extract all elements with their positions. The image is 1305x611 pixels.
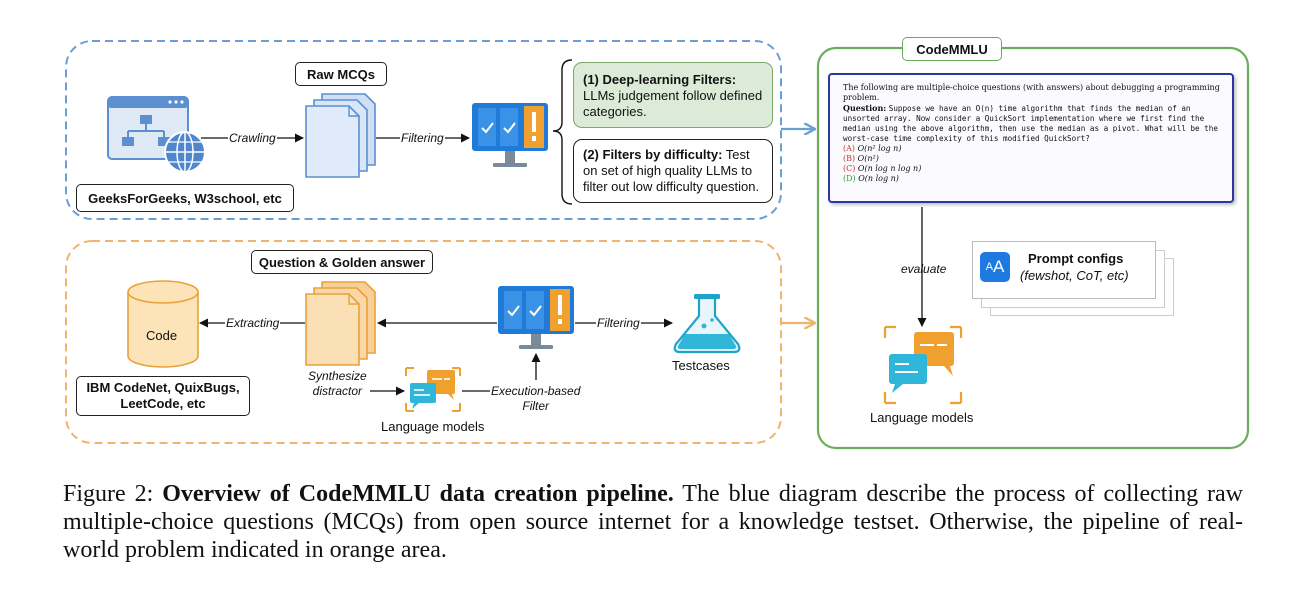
filter1-text: LLMs judgement follow defined categories…: [583, 88, 763, 119]
option-text: O(n log n): [858, 174, 899, 183]
codemmlu-lm-label: Language models: [870, 410, 974, 425]
blue-sources-label: GeeksForGeeks, W3school, etc: [76, 184, 294, 212]
crawling-label: Crawling: [228, 131, 277, 145]
question-label: Question:: [843, 103, 887, 113]
evaluate-label: evaluate: [901, 262, 947, 276]
caption-prefix: Figure 2:: [63, 481, 163, 507]
option-letter: (A): [843, 144, 858, 153]
blue-area: [65, 40, 782, 220]
orange-area: [65, 240, 782, 444]
codemmlu-area: [816, 46, 1250, 450]
figure-caption: Figure 2: Overview of CodeMMLU data crea…: [63, 480, 1243, 564]
answer-option: (B) O(n²): [843, 154, 1222, 164]
exec-line1: Execution-based: [491, 384, 581, 398]
raw-mcqs-label: Raw MCQs: [295, 62, 387, 86]
execution-filter-label: Execution-based Filter: [490, 384, 582, 414]
exec-line2: Filter: [522, 399, 550, 413]
synthesize-distractor-label: Synthesize distractor: [307, 369, 368, 399]
chat-bubbles-icon: [405, 367, 461, 412]
code-label: Code: [146, 328, 178, 343]
filter-bracket: [552, 59, 573, 205]
document-stack-orange-icon: [305, 281, 376, 366]
option-letter: (D): [843, 174, 859, 183]
prompt-configs-sub: (fewshot, CoT, etc): [1020, 268, 1129, 283]
question-golden-answer-label: Question & Golden answer: [251, 250, 433, 274]
filter2-text: Test on set of high quality LLMs to filt…: [583, 147, 760, 194]
question-text: Suppose we have an O(n) time algorithm t…: [843, 104, 1218, 143]
chat-bubbles-icon-large: [883, 325, 963, 405]
synth-line2: distractor: [312, 384, 363, 398]
testcases-label: Testcases: [672, 358, 730, 373]
option-text: O(n log n log n): [857, 164, 922, 173]
filtering-label: Filtering: [400, 131, 445, 145]
question-card: The following are multiple-choice questi…: [828, 73, 1234, 203]
answer-option: (C) O(n log n log n): [843, 164, 1222, 174]
orange-sources-line2: LeetCode, etc: [120, 396, 206, 411]
orange-lm-label: Language models: [381, 419, 485, 434]
filter2-title: (2) Filters by difficulty:: [583, 147, 723, 162]
option-text: O(n² log n): [857, 144, 902, 153]
filter1-title: (1) Deep-learning Filters:: [583, 72, 737, 87]
website-sitemap-icon: [107, 96, 206, 173]
extracting-label: Extracting: [225, 316, 281, 330]
monitor-filter-icon: [472, 103, 548, 167]
answer-option: (D) O(n log n): [843, 174, 1222, 184]
codemmlu-title: CodeMMLU: [902, 37, 1002, 61]
answer-options: (A) O(n² log n)(B) O(n²)(C) O(n log n lo…: [843, 144, 1222, 184]
monitor-filter-icon-2: [498, 286, 574, 349]
document-stack-icon: [305, 93, 376, 178]
option-letter: (B): [843, 154, 858, 163]
deep-learning-filter-box: (1) Deep-learning Filters: LLMs judgemen…: [573, 62, 773, 128]
synth-line1: Synthesize: [308, 369, 367, 383]
answer-option: (A) O(n² log n): [843, 144, 1222, 154]
flask-icon: [673, 294, 741, 354]
difficulty-filter-box: (2) Filters by difficulty: Test on set o…: [573, 139, 773, 203]
prompt-configs-card: [972, 241, 1156, 299]
caption-rest: The blue diagram describe the process of…: [63, 481, 1244, 563]
caption-bold: Overview of CodeMMLU data creation pipel…: [162, 481, 674, 507]
question-body: Question: Suppose we have an O(n) time a…: [843, 103, 1222, 144]
orange-filtering-label: Filtering: [596, 316, 641, 330]
database-cylinder-icon: [127, 280, 199, 368]
question-intro: The following are multiple-choice questi…: [843, 83, 1220, 102]
option-text: O(n²): [857, 154, 879, 163]
option-letter: (C): [843, 164, 858, 173]
orange-sources-label: IBM CodeNet, QuixBugs, LeetCode, etc: [76, 376, 250, 416]
prompt-configs-title: Prompt configs: [1028, 251, 1124, 266]
orange-sources-line1: IBM CodeNet, QuixBugs,: [86, 380, 240, 395]
